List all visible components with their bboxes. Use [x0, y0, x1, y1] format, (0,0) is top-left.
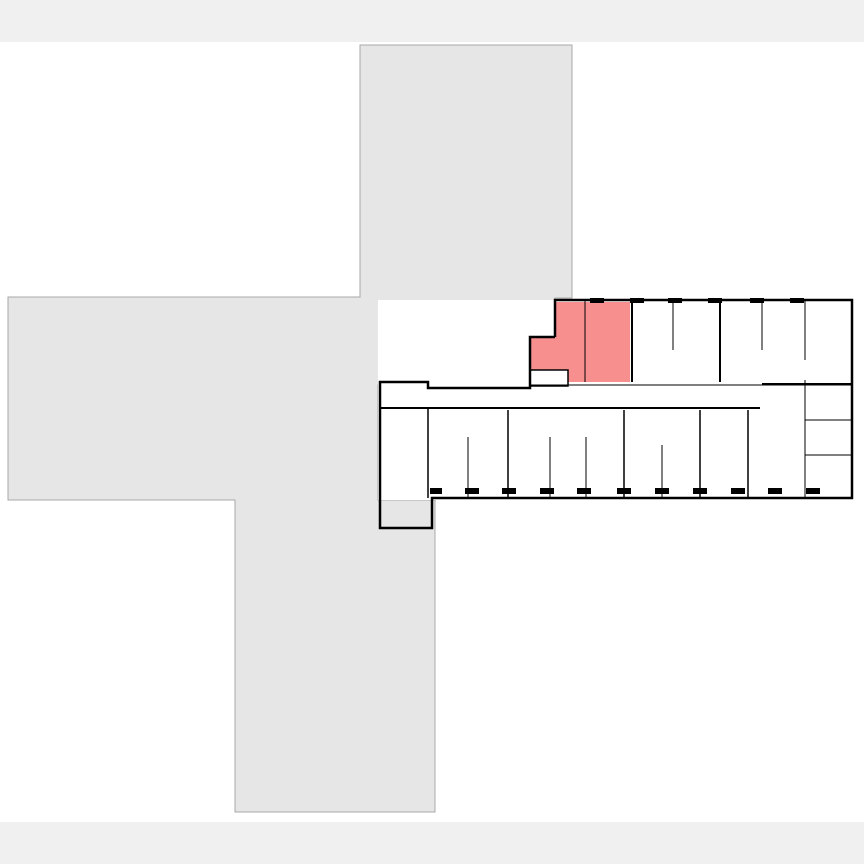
walls — [378, 298, 854, 530]
residential-wing — [378, 298, 855, 530]
wall-columns — [430, 298, 820, 494]
bottom-band — [0, 822, 864, 864]
top-band — [0, 0, 864, 42]
